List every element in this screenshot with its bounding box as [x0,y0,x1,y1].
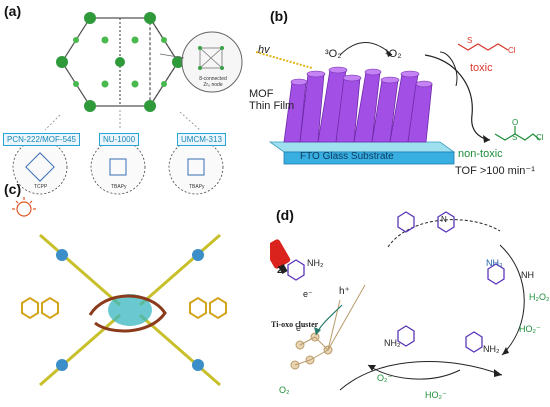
electron-label-bottom: e⁻ [296,323,306,333]
mof-box-umcm313: UMCM-313 [177,133,226,146]
node-label-line2: Zr₆ node [203,82,223,88]
sulfur-label-nontoxic: S [512,133,518,142]
mof-box-nu1000: NU-1000 [99,133,140,146]
thin-film-label: Thin Film [249,100,295,112]
substrate-label: FTO Glass Substrate [300,151,394,162]
hydroperoxide-label-right: HO₂⁻ [519,324,541,334]
mof-thin-film-illustration [255,42,541,165]
imine-nh-label: NH [521,270,534,280]
nontoxic-label: non-toxic [458,148,503,160]
hydrogen-peroxide-label: H₂O₂ [529,292,550,302]
ti-oxo-cluster-label: Ti-oxo cluster [271,320,319,329]
superoxide-label: O₂⁻ [377,373,393,383]
ammonia-label: NH₃ [486,258,503,268]
oxygen-label: O₂ [279,385,290,395]
iminium-nh2-label: NH₂ [483,344,500,354]
electron-label-top: e⁻ [303,289,313,299]
panel-d-label: (d) [276,207,294,223]
triplet-oxygen-label: ³O₂ [325,48,342,60]
linker-label-tbapy-2: TBAPy [189,184,205,190]
benzylamine-nh2-label: NH₂ [307,258,324,268]
mof-label: MOF [249,88,274,100]
photocatalytic-cycle-diagram [270,211,525,391]
sulfur-label-toxic: S [467,36,473,45]
hole-label: h⁺ [339,286,350,297]
mof-box-pcn222: PCN-222/MOF-545 [3,133,80,146]
panel-b-label: (b) [270,8,288,24]
linker-label-tcpp: TCPP [34,184,48,190]
toxic-label: toxic [470,62,493,74]
hydroperoxide-label-bottom: HO₂⁻ [425,390,447,400]
sun-icon [12,197,36,217]
imine-n-label: N [441,215,447,224]
chlorine-label-toxic: Cl [508,46,516,55]
radical-cation-nh2-label: NH₂ [384,338,401,348]
chlorine-label-nontoxic: Cl [536,133,544,142]
mof-framework-illustration [12,12,243,195]
hv-label: hv [258,44,270,56]
reactant-coefficient: 2 [277,265,283,276]
framework-guest-illustration [12,197,227,387]
node-label-line1: 8-connected [199,76,227,82]
panel-c-label: (c) [4,181,22,197]
panel-a-label: (a) [4,3,22,19]
lamp-icon [270,239,291,274]
tof-label: TOF >100 min⁻¹ [455,165,535,177]
oxygen-label-sulfoxide: O [512,118,519,127]
singlet-oxygen-label: ¹O₂ [385,48,402,60]
linker-label-tbapy: TBAPy [111,184,127,190]
